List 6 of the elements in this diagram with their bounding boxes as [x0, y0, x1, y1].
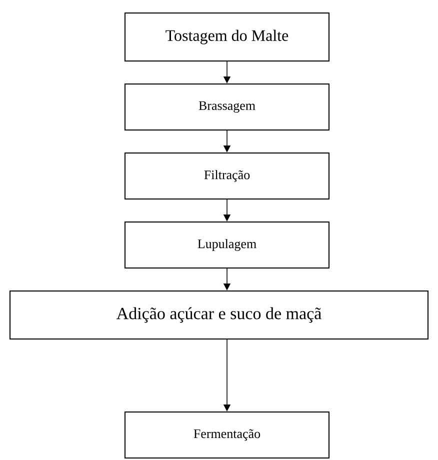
process-box: Adição açúcar e suco de maçã — [10, 290, 428, 340]
process-box: Lupulagem — [124, 222, 330, 268]
process-box: Filtração — [124, 152, 330, 200]
process-box: Brassagem — [124, 84, 330, 130]
process-box: Tostagem do Malte — [124, 12, 330, 62]
process-box: Fermentação — [124, 412, 330, 458]
